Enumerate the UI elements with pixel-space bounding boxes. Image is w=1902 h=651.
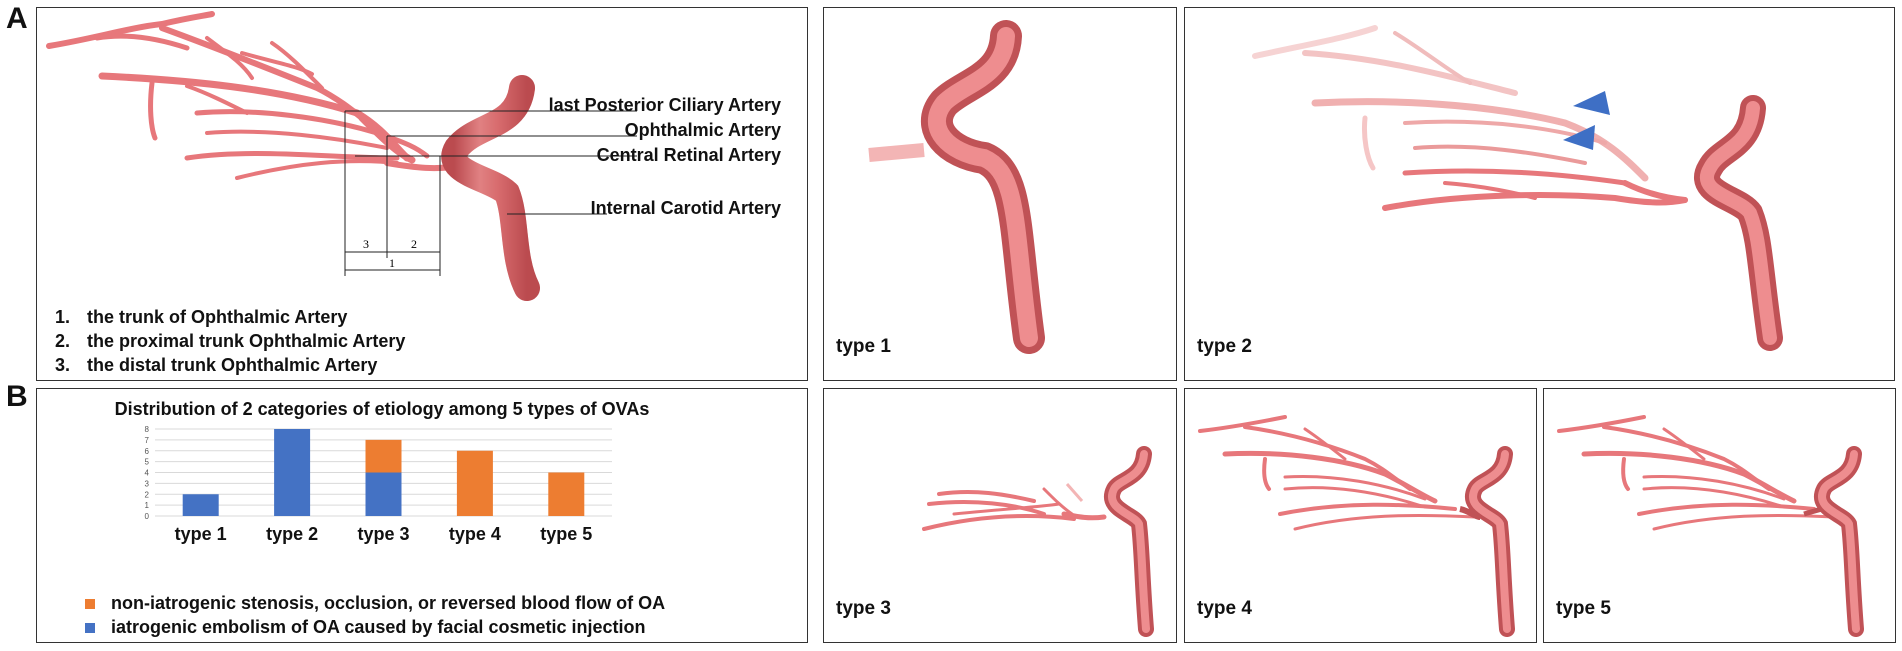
panel-type-4: type 4 [1184, 388, 1537, 643]
y-tick-label: 7 [145, 436, 150, 445]
type-4-label: type 4 [1197, 598, 1252, 619]
segment-label-3: 3 [363, 237, 369, 251]
legend-item-1: 1.the trunk of Ophthalmic Artery [55, 307, 348, 327]
bar-non-iatrogenic [365, 439, 402, 473]
panel-type-5: type 5 [1543, 388, 1896, 643]
legend-orange: non-iatrogenic stenosis, occlusion, or r… [85, 593, 665, 614]
panel-b-chart: Distribution of 2 categories of etiology… [36, 388, 808, 643]
y-tick-label: 3 [145, 479, 150, 488]
panel-a-anatomy: 3 2 1 last Posterior Ciliary Artery Opht… [36, 7, 808, 381]
panel-type-1: type 1 [823, 7, 1177, 381]
internal-carotid-artery [441, 75, 540, 301]
legend-swatch [85, 599, 95, 610]
chart-title: Distribution of 2 categories of etiology… [114, 399, 650, 419]
type-1-label: type 1 [836, 336, 891, 357]
panel-letter-b: B [6, 380, 28, 413]
type-4-vessel [1198, 415, 1515, 637]
y-tick-label: 6 [145, 447, 150, 456]
label-internal-carotid-artery: Internal Carotid Artery [590, 198, 781, 218]
x-tick-label: type 4 [449, 524, 501, 544]
x-tick-label: type 3 [357, 524, 409, 544]
vessel-branch [46, 11, 215, 49]
bar-iatrogenic [182, 494, 219, 516]
label-central-retinal-artery: Central Retinal Artery [596, 145, 781, 165]
y-tick-label: 4 [145, 469, 150, 478]
bar-iatrogenic [365, 472, 402, 516]
x-tick-label: type 5 [540, 524, 592, 544]
bar-iatrogenic [274, 429, 311, 516]
label-ophthalmic-artery: Ophthalmic Artery [624, 120, 781, 140]
type-1-vessel [868, 20, 1045, 354]
label-lpca: last Posterior Ciliary Artery [548, 95, 781, 115]
legend-blue: iatrogenic embolism of OA caused by faci… [85, 617, 645, 638]
arrowhead-marker [1573, 91, 1610, 115]
legend-swatch [85, 623, 95, 634]
bar-non-iatrogenic [548, 472, 585, 516]
panel-type-3: type 3 [823, 388, 1177, 643]
x-tick-label: type 1 [175, 524, 227, 544]
y-tick-label: 5 [145, 458, 150, 467]
segment-label-2: 2 [411, 237, 417, 251]
legend-item-3: 3.the distal trunk Ophthalmic Artery [55, 355, 378, 375]
type-2-vessel [1252, 25, 1783, 351]
y-tick-label: 0 [145, 512, 150, 521]
legend-item-2: 2.the proximal trunk Ophthalmic Artery [55, 331, 406, 351]
type-5-label: type 5 [1556, 598, 1611, 619]
panel-type-2: type 2 [1184, 7, 1895, 381]
bar-chart: 0 1 2 34 5 6 7 8 type 1 type 2 type 3 type 4 type 5 [145, 425, 612, 544]
type-3-label: type 3 [836, 598, 891, 619]
y-tick-label: 1 [145, 501, 150, 510]
x-tick-label: type 2 [266, 524, 318, 544]
type-2-label: type 2 [1197, 336, 1252, 357]
y-tick-label: 8 [145, 425, 150, 434]
segment-label-1: 1 [389, 256, 395, 270]
ophthalmic-artery-diagram: 3 2 1 [46, 11, 637, 301]
type-3-vessel [922, 446, 1154, 637]
arrowhead-marker [1563, 125, 1595, 150]
panel-letter-a: A [6, 2, 28, 35]
type-5-vessel [1557, 415, 1864, 637]
y-tick-label: 2 [145, 490, 150, 499]
bar-non-iatrogenic [456, 450, 493, 516]
